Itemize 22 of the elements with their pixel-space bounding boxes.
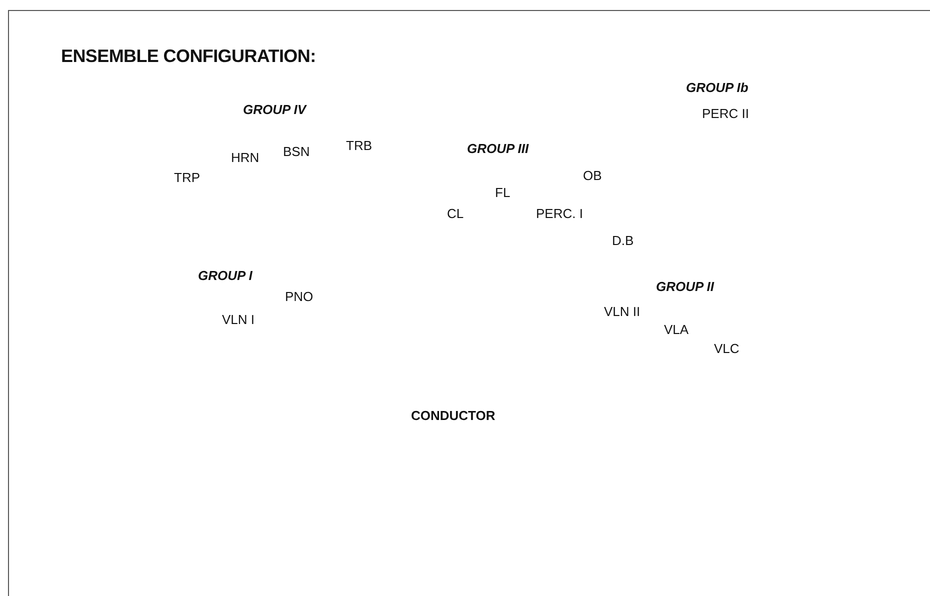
instrument-label: VLN II (604, 304, 640, 320)
instrument-label: TRB (346, 138, 372, 154)
instrument-label: BSN (283, 144, 310, 160)
instrument-label: VLN I (222, 312, 255, 328)
instrument-label: PNO (285, 289, 314, 305)
group-heading: GROUP I (198, 268, 252, 284)
instrument-label: D.B (612, 233, 634, 249)
group-heading: GROUP Ib (686, 80, 748, 96)
instrument-label: PERC. I (536, 206, 583, 222)
instrument-label: FL (495, 185, 510, 201)
diagram-title: ENSEMBLE CONFIGURATION: (61, 46, 316, 67)
instrument-label: PERC II (702, 106, 749, 122)
instrument-label: HRN (231, 150, 260, 166)
instrument-label: VLC (714, 341, 740, 357)
instrument-label: CL (447, 206, 464, 222)
instrument-label: TRP (174, 170, 200, 186)
instrument-label: VLA (664, 322, 689, 338)
group-heading: GROUP II (656, 279, 714, 295)
group-heading: GROUP III (467, 141, 529, 157)
instrument-label: OB (583, 168, 602, 184)
group-heading: GROUP IV (243, 102, 306, 118)
conductor-position: CONDUCTOR (411, 408, 496, 424)
